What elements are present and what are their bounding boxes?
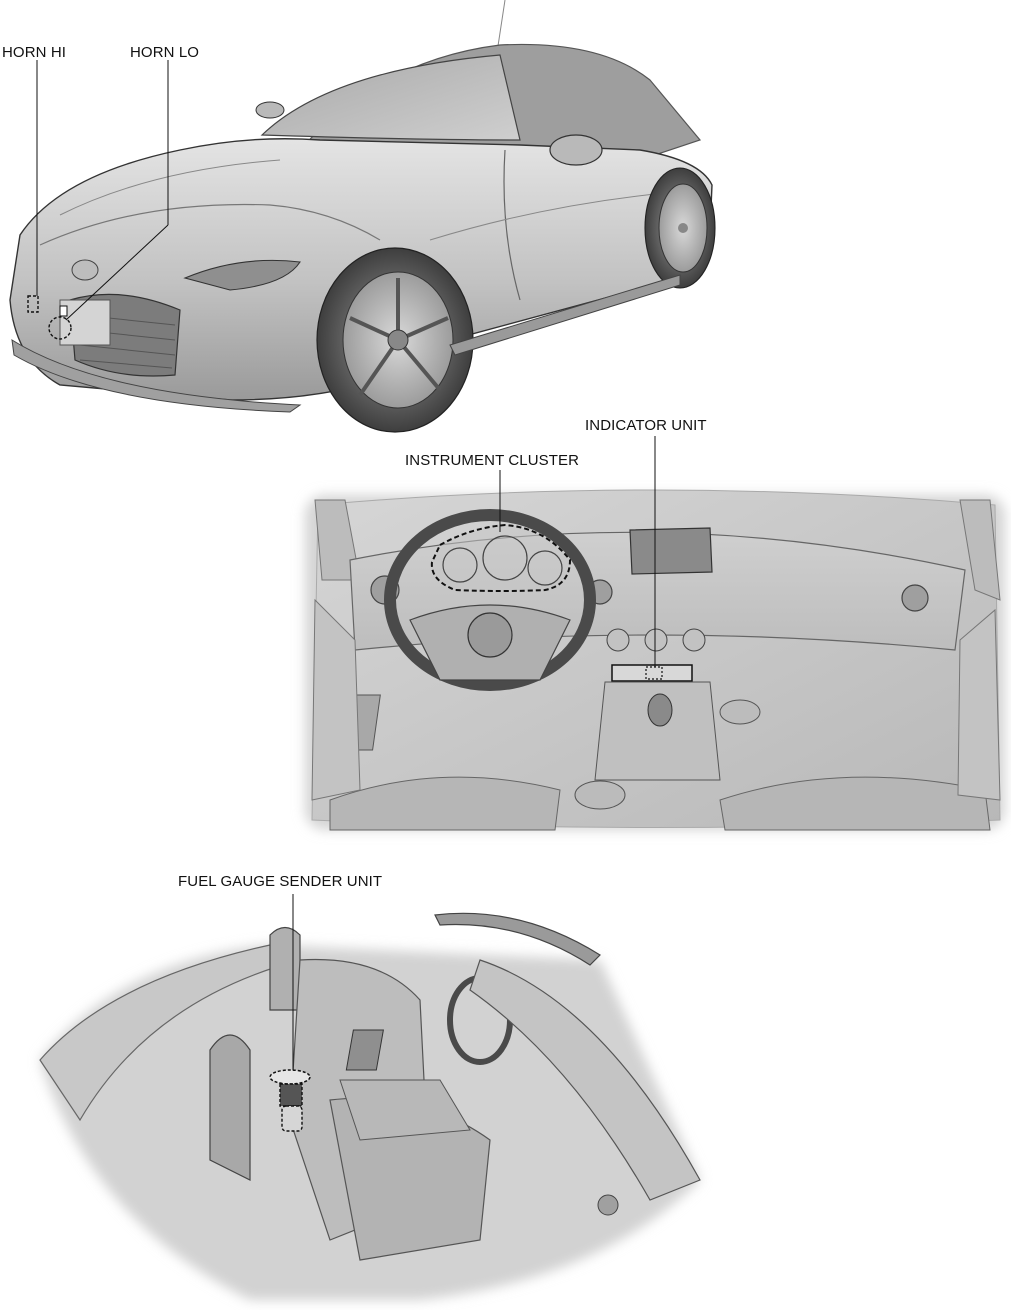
dashboard-illustration (305, 436, 1005, 831)
horn-lo-marker (48, 60, 169, 340)
cabin-top-view-illustration (39, 894, 701, 1300)
callout-horn-hi: HORN HI (2, 44, 67, 61)
callout-fuel-gauge-sender-unit: FUEL GAUGE SENDER UNIT (178, 873, 383, 890)
front-wheel (316, 247, 474, 433)
car-exterior-illustration (9, 0, 716, 433)
rear-wheel (644, 167, 716, 289)
callout-instrument-cluster: INSTRUMENT CLUSTER (405, 452, 580, 469)
indicator-unit-marker (611, 436, 693, 682)
callout-horn-lo: HORN LO (130, 44, 200, 61)
steering-wheel (384, 509, 596, 691)
callout-indicator-unit: INDICATOR UNIT (585, 417, 707, 434)
horn-hi-marker (27, 60, 39, 313)
fuel-gauge-sender-unit-marker (269, 894, 311, 1132)
instrument-cluster-marker (430, 470, 572, 592)
